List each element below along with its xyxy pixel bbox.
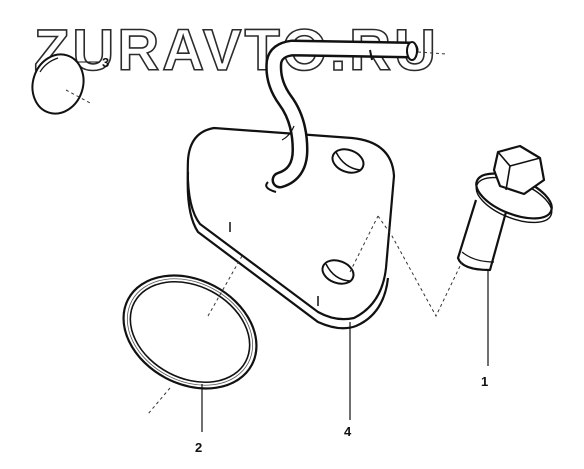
part-4-plate-with-hook (186, 39, 447, 420)
part-2-o-ring (122, 255, 258, 432)
part-3-cap (31, 53, 100, 115)
callout-3: 3 (102, 55, 109, 70)
callout-1: 1 (481, 374, 488, 389)
callout-2: 2 (195, 440, 202, 455)
callout-4: 4 (344, 424, 352, 439)
part-1-bolt (349, 144, 553, 366)
